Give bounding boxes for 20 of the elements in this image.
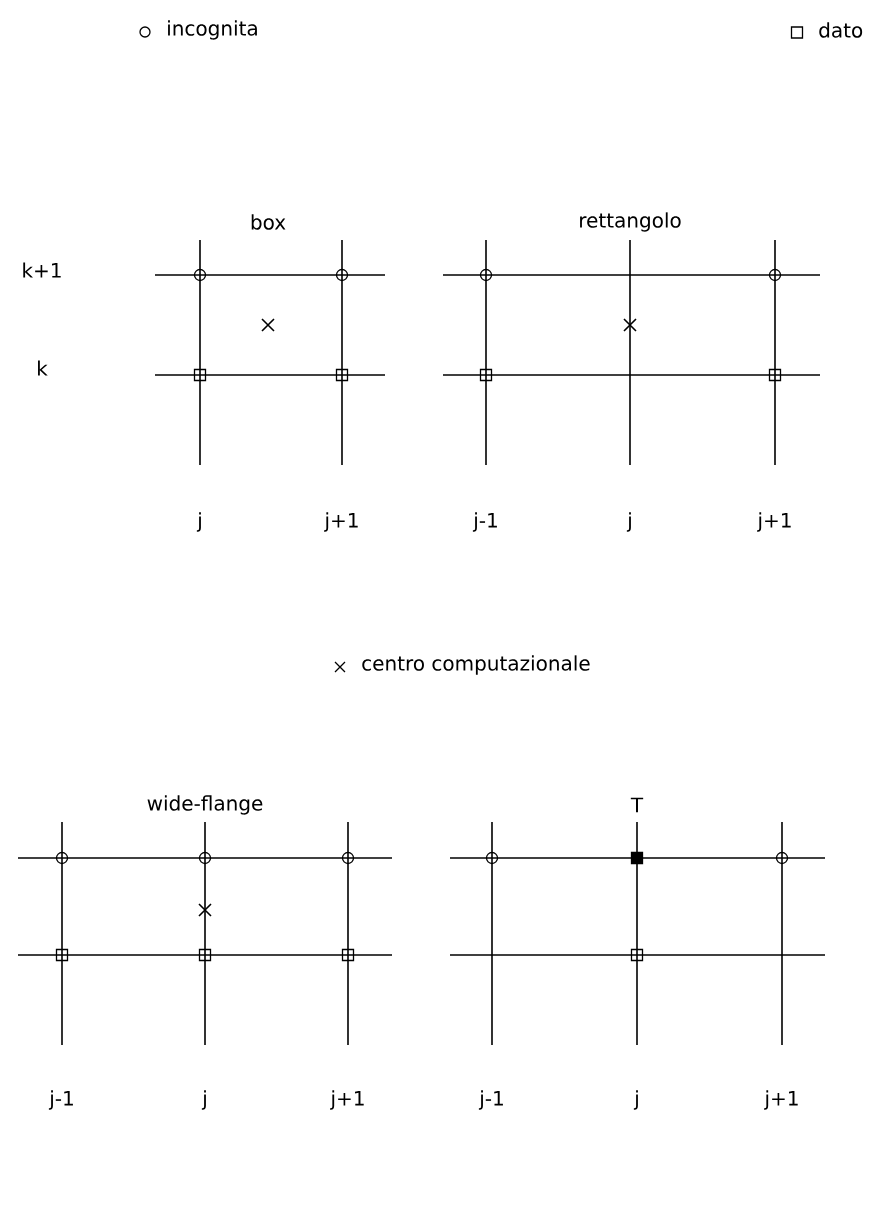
column-label: j+1 [757, 512, 791, 532]
row-label: k [38, 360, 48, 376]
column-label: j [196, 512, 201, 532]
legend-text: dato [819, 22, 863, 38]
legend-text: centro computazionale [362, 655, 590, 675]
column-label: j+1 [764, 1090, 798, 1110]
panel-title: rettangolo [580, 212, 681, 232]
column-label: j [626, 512, 631, 532]
column-label: j [201, 1090, 206, 1110]
column-label: j-1 [478, 1090, 503, 1110]
column-label: j+1 [330, 1090, 364, 1110]
legend-text: incognita [168, 20, 257, 40]
column-label: j [633, 1090, 638, 1110]
column-label: j+1 [324, 512, 358, 532]
panel-title: T [630, 797, 644, 813]
panel-title: box [251, 214, 286, 230]
row-label: k+1 [23, 262, 61, 278]
panel-title: wide-flange [147, 795, 263, 815]
column-label: j-1 [472, 512, 497, 532]
column-label: j-1 [48, 1090, 73, 1110]
